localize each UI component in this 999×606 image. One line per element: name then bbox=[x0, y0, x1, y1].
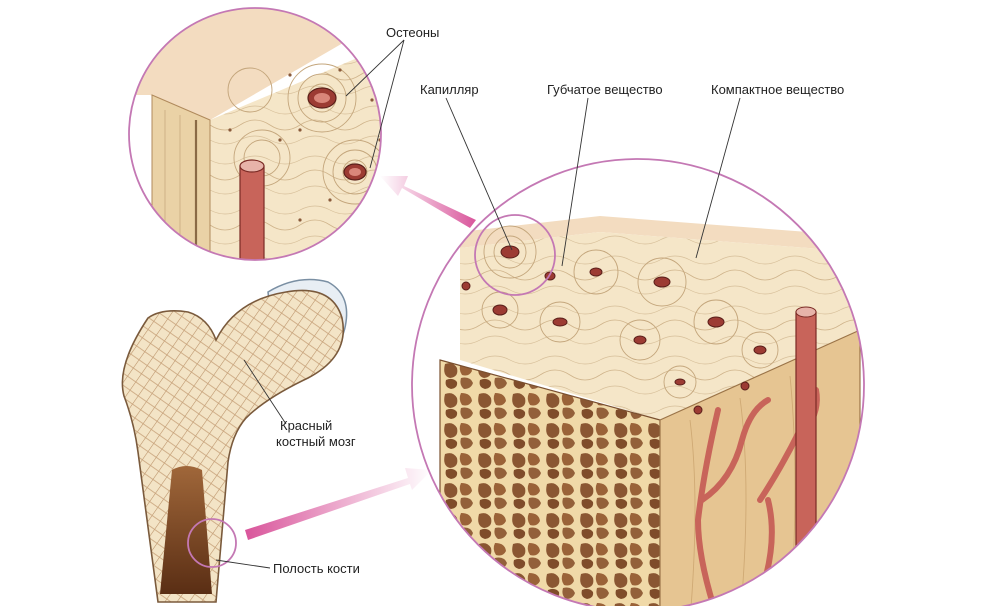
osteon-magnified-view bbox=[128, 7, 382, 261]
femur-medullary-cavity bbox=[160, 466, 212, 594]
label-bone-cavity: Полость кости bbox=[273, 561, 360, 576]
compact-bone-top-face bbox=[460, 232, 860, 420]
bone-section-magnified-view bbox=[411, 158, 865, 606]
osteon-rings-large bbox=[481, 225, 779, 399]
label-red-marrow-line2: костный мозг bbox=[276, 434, 356, 449]
label-capillary: Капилляр bbox=[420, 82, 479, 97]
haversian-canals bbox=[461, 245, 767, 415]
arrow-to-top-circle bbox=[380, 176, 476, 228]
label-spongy-substance: Губчатое вещество bbox=[547, 82, 663, 97]
leader-lines bbox=[215, 39, 741, 569]
label-compact-substance: Компактное вещество bbox=[711, 82, 844, 97]
label-red-marrow-line1: Красный bbox=[280, 418, 332, 433]
capillary-zoom-circle bbox=[474, 214, 556, 296]
femur-zoom-circle bbox=[187, 518, 237, 568]
femur-illustration bbox=[121, 278, 348, 603]
arrow-to-big-circle bbox=[245, 468, 432, 540]
large-vessel bbox=[795, 311, 817, 583]
capillary-vessel bbox=[239, 165, 265, 260]
zoom-arrows bbox=[245, 176, 476, 540]
label-osteons: Остеоны bbox=[386, 25, 439, 40]
